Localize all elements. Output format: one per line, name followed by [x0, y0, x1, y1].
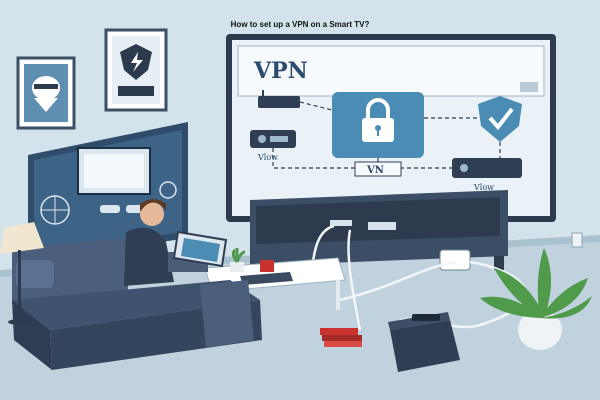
smart-tv: [226, 34, 556, 224]
hacker-mask-icon: [16, 56, 76, 130]
mug: [260, 260, 274, 272]
tv-heading: VPN: [253, 58, 308, 84]
sofa: [12, 238, 262, 370]
wall-outlet: [571, 232, 583, 248]
tv-cabinet: [250, 190, 508, 280]
potted-plant: [480, 248, 592, 350]
device-right: [452, 158, 522, 178]
tv-center-label: VN: [366, 165, 384, 176]
book-stack: [320, 328, 362, 347]
page-title: How to set up a VPN on a Smart TV?: [230, 20, 370, 29]
lock-icon: [362, 98, 394, 142]
person-with-laptop: [124, 199, 228, 286]
shield-lightning-icon: [104, 28, 168, 112]
floor-lamp: [0, 222, 44, 325]
tv-right-device-label: Vlow: [473, 183, 494, 192]
ottoman-with-remote: [388, 312, 460, 372]
tv-left-device-label: Vlow: [257, 153, 278, 162]
floor-router: [439, 249, 471, 271]
router-device-top-left: [258, 96, 300, 108]
shield-check-icon: [478, 96, 522, 142]
